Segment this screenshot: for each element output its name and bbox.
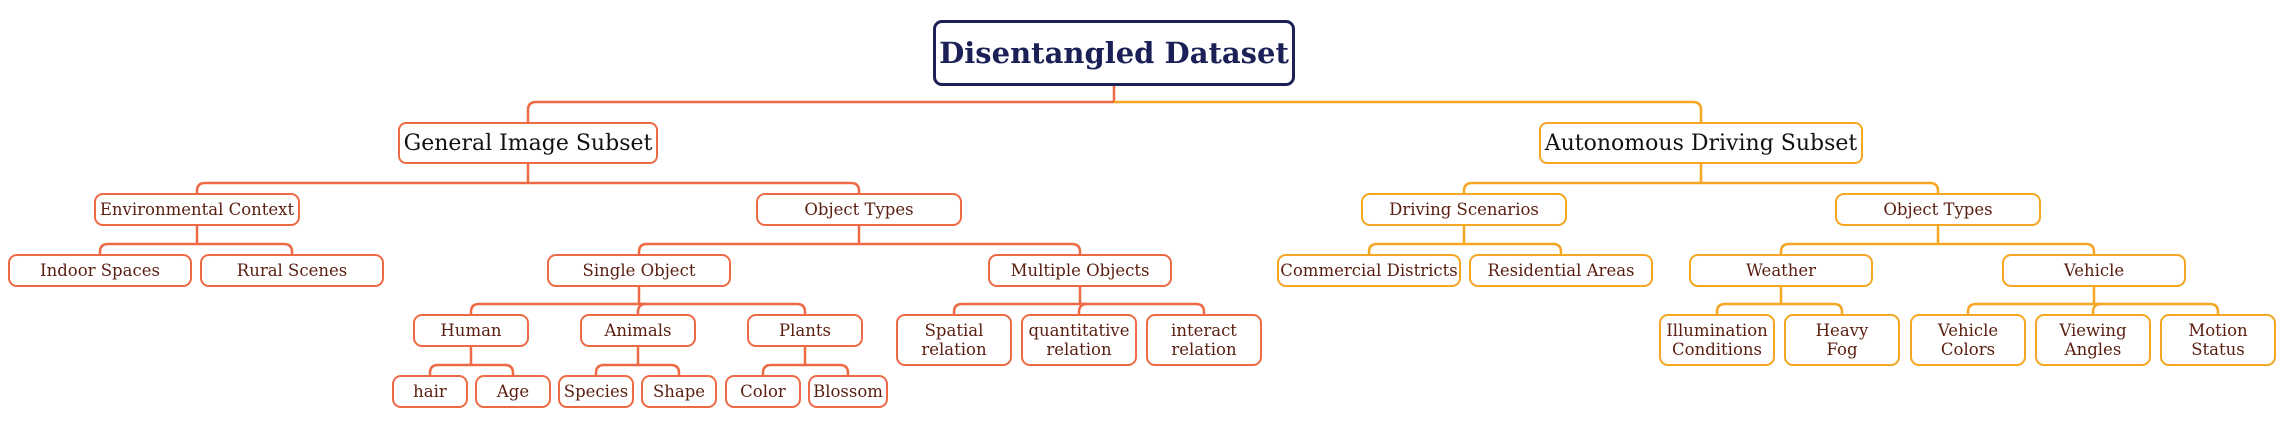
weather-branch-0 xyxy=(1715,302,1781,314)
multiple-objects-node: Multiple Objects xyxy=(988,254,1172,287)
drive-branch-0 xyxy=(1367,242,1464,254)
age-node: Age xyxy=(475,375,551,408)
drive-branch-1 xyxy=(1464,242,1563,254)
gen-objtypes-branch-0 xyxy=(637,242,859,254)
single-object-node: Single Object xyxy=(547,254,731,287)
illumination-conditions-node: Illumination Conditions xyxy=(1659,314,1775,366)
weather-branch-1 xyxy=(1781,302,1844,314)
motion-status-node: Motion Status xyxy=(2160,314,2276,366)
spatial-relation-node: Spatial relation xyxy=(896,314,1012,366)
plants-node: Plants xyxy=(747,314,863,347)
autonomous-driving-subset-node: Autonomous Driving Subset xyxy=(1539,122,1863,164)
human-branch-1 xyxy=(471,363,515,375)
plants-branch-1 xyxy=(805,363,850,375)
weather-node: Weather xyxy=(1689,254,1873,287)
general-object-types-node: Object Types xyxy=(756,193,962,226)
vehicle-branch-2 xyxy=(2094,302,2220,314)
aut-objtypes-branch-1 xyxy=(1938,242,2096,254)
general-branch-1 xyxy=(528,181,861,193)
vehicle-branch-0 xyxy=(1966,302,2094,314)
human-branch-0 xyxy=(428,363,471,375)
driving-scenarios-node: Driving Scenarios xyxy=(1361,193,1567,226)
quantitative-relation-node: quantitative relation xyxy=(1021,314,1137,366)
vehicle-colors-node: Vehicle Colors xyxy=(1910,314,2026,366)
gen-objtypes-branch-1 xyxy=(859,242,1082,254)
single-branch-0 xyxy=(469,302,639,314)
indoor-spaces-node: Indoor Spaces xyxy=(8,254,192,287)
vehicle-node: Vehicle xyxy=(2002,254,2186,287)
autonomous-object-types-node: Object Types xyxy=(1835,193,2041,226)
autonomous-branch-1 xyxy=(1701,181,1940,193)
aut-objtypes-branch-0 xyxy=(1779,242,1938,254)
multi-branch-0 xyxy=(952,302,1080,314)
root-node: Disentangled Dataset xyxy=(933,20,1295,86)
hair-node: hair xyxy=(392,375,468,408)
heavy-fog-node: Heavy Fog xyxy=(1784,314,1900,366)
commercial-districts-node: Commercial Districts xyxy=(1277,254,1461,287)
root-branch-autonomous xyxy=(1114,100,1703,122)
env-branch-0 xyxy=(98,242,197,254)
blossom-node: Blossom xyxy=(808,375,888,408)
residential-areas-node: Residential Areas xyxy=(1469,254,1653,287)
vehicle-branch-1 xyxy=(2091,302,2102,314)
general-image-subset-node: General Image Subset xyxy=(398,122,658,164)
species-node: Species xyxy=(558,375,634,408)
root-branch-general xyxy=(526,100,1114,122)
single-branch-1 xyxy=(636,302,647,314)
shape-node: Shape xyxy=(641,375,717,408)
color-node: Color xyxy=(725,375,801,408)
multi-branch-2 xyxy=(1080,302,1206,314)
human-node: Human xyxy=(413,314,529,347)
interact-relation-node: interact relation xyxy=(1146,314,1262,366)
env-branch-1 xyxy=(197,242,294,254)
animals-node: Animals xyxy=(580,314,696,347)
autonomous-branch-0 xyxy=(1462,181,1701,193)
plants-branch-0 xyxy=(761,363,805,375)
animals-branch-0 xyxy=(594,363,638,375)
environmental-context-node: Environmental Context xyxy=(94,193,300,226)
viewing-angles-node: Viewing Angles xyxy=(2035,314,2151,366)
general-branch-0 xyxy=(195,181,528,193)
rural-scenes-node: Rural Scenes xyxy=(200,254,384,287)
single-branch-2 xyxy=(639,302,807,314)
multi-branch-1 xyxy=(1077,302,1088,314)
animals-branch-1 xyxy=(638,363,681,375)
